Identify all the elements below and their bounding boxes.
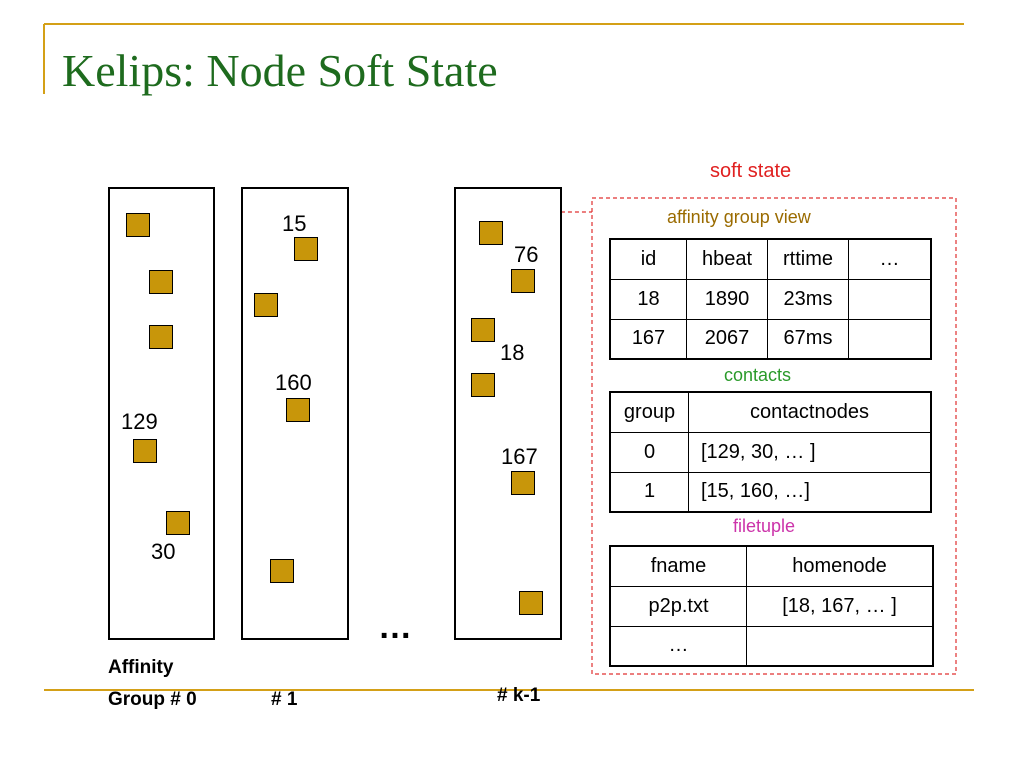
contacts-caption: contacts xyxy=(724,365,792,385)
table-cell: 1 xyxy=(609,471,689,513)
table-header-row: fname homenode xyxy=(609,545,934,587)
table-cell: 1890 xyxy=(686,278,768,320)
node-15 xyxy=(294,237,318,261)
affinity-view-table: id hbeat rttime … 18 1890 23ms 167 2067 … xyxy=(609,238,932,360)
node-label-15: 15 xyxy=(282,211,307,236)
node xyxy=(270,559,294,583)
node-label-129: 129 xyxy=(121,409,158,434)
table-row: 1 [15, 160, …] xyxy=(609,471,932,513)
node xyxy=(149,325,173,349)
table-cell: 23ms xyxy=(767,278,849,320)
table-cell xyxy=(848,318,932,360)
table-cell: 67ms xyxy=(767,318,849,360)
table-cell xyxy=(848,278,932,320)
group-k-1-label: # k-1 xyxy=(497,685,541,706)
node-label-160: 160 xyxy=(275,370,312,395)
soft-state-box xyxy=(591,197,957,675)
node-label-76: 76 xyxy=(514,242,539,267)
affinity-view-caption: affinity group view xyxy=(667,207,811,227)
groups-ellipsis: … xyxy=(378,608,414,646)
node-label-18: 18 xyxy=(500,340,525,365)
table-cell: [15, 160, …] xyxy=(688,471,932,513)
header-contactnodes: contactnodes xyxy=(688,391,932,433)
node xyxy=(479,221,503,245)
soft-state-title: soft state xyxy=(710,160,792,182)
node-18 xyxy=(471,318,495,342)
table-row: 167 2067 67ms xyxy=(609,318,932,360)
table-cell xyxy=(746,625,934,667)
node xyxy=(471,373,495,397)
node xyxy=(254,293,278,317)
affinity-group-k-1 xyxy=(454,187,562,640)
table-row: 0 [129, 30, … ] xyxy=(609,431,932,473)
header-fname: fname xyxy=(609,545,747,587)
node-label-167: 167 xyxy=(501,444,538,469)
table-row: 18 1890 23ms xyxy=(609,278,932,320)
contacts-table: group contactnodes 0 [129, 30, … ] 1 [15… xyxy=(609,391,932,513)
node xyxy=(519,591,543,615)
header-id: id xyxy=(609,238,687,280)
affinity-group-0 xyxy=(108,187,215,640)
slide-title: Kelips: Node Soft State xyxy=(62,45,498,96)
table-cell: 2067 xyxy=(686,318,768,360)
group-1-label: # 1 xyxy=(271,689,298,710)
node-129 xyxy=(133,439,157,463)
filetuple-table: fname homenode p2p.txt [18, 167, … ] … xyxy=(609,545,934,667)
header-homenode: homenode xyxy=(746,545,934,587)
header-rttime: rttime xyxy=(767,238,849,280)
group-0-label: Group # 0 xyxy=(108,689,197,710)
table-cell: … xyxy=(609,625,747,667)
table-header-row: id hbeat rttime … xyxy=(609,238,932,280)
node-76 xyxy=(511,269,535,293)
node-30 xyxy=(166,511,190,535)
node-label-30: 30 xyxy=(151,539,176,564)
table-cell: p2p.txt xyxy=(609,585,747,627)
table-cell: 167 xyxy=(609,318,687,360)
table-cell: [129, 30, … ] xyxy=(688,431,932,473)
header-group: group xyxy=(609,391,689,433)
filetuple-caption: filetuple xyxy=(733,516,796,536)
node-160 xyxy=(286,398,310,422)
table-row: … xyxy=(609,625,934,667)
node xyxy=(126,213,150,237)
table-row: p2p.txt [18, 167, … ] xyxy=(609,585,934,627)
node xyxy=(149,270,173,294)
table-cell: 18 xyxy=(609,278,687,320)
header-more: … xyxy=(848,238,932,280)
table-cell: [18, 167, … ] xyxy=(746,585,934,627)
table-cell: 0 xyxy=(609,431,689,473)
node-167 xyxy=(511,471,535,495)
header-hbeat: hbeat xyxy=(686,238,768,280)
table-header-row: group contactnodes xyxy=(609,391,932,433)
affinity-label: Affinity xyxy=(108,657,174,678)
